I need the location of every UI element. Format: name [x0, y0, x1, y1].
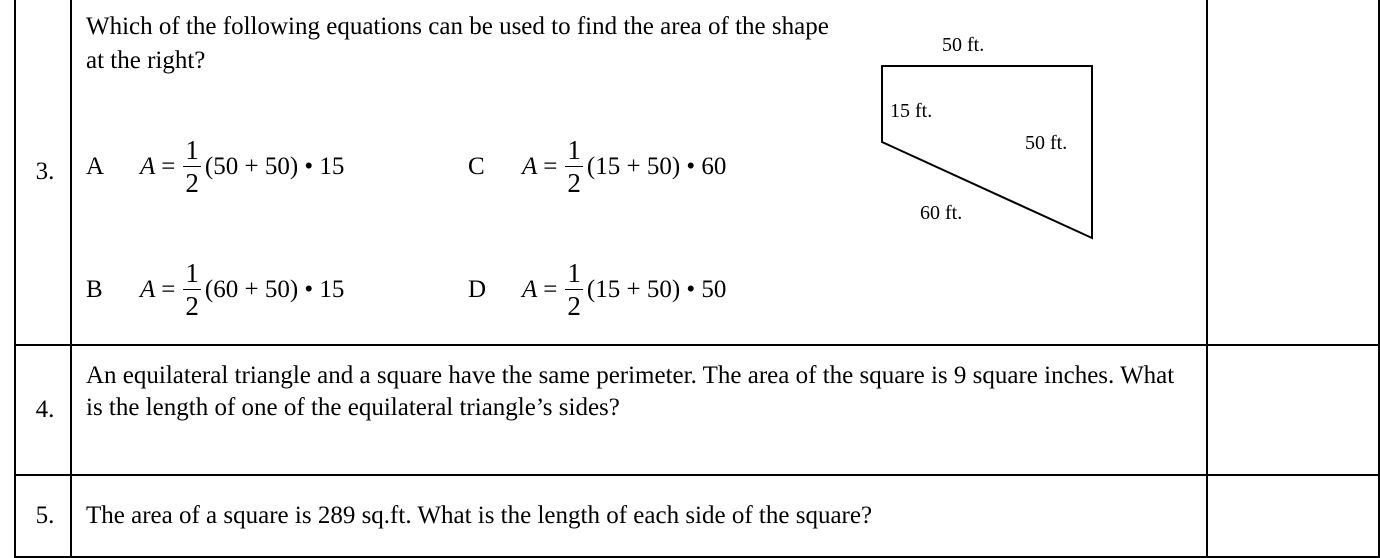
choice-letter: C: [468, 153, 485, 180]
choice-b[interactable]: B A = 1 2 (60 + 50) • 15: [86, 255, 344, 325]
problem-row-3: 3. Which of the following equations can …: [14, 0, 1380, 346]
question-text: Which of the following equations can be …: [86, 13, 829, 74]
fraction: 1 2: [565, 260, 583, 320]
trapezoid-shape: [881, 65, 1093, 240]
problems-table: 3. Which of the following equations can …: [14, 0, 1380, 558]
problem-content-cell: Which of the following equations can be …: [70, 0, 1208, 346]
problem-number: 5.: [35, 502, 55, 529]
numerator: 1: [183, 135, 201, 167]
numerator: 1: [183, 258, 201, 290]
equation: A = 1 2 (15 + 50) • 50: [522, 260, 726, 320]
problem-content-cell: The area of a square is 289 sq.ft. What …: [70, 474, 1208, 558]
denominator: 2: [567, 291, 581, 321]
equation-variable: A: [522, 153, 538, 180]
problem-row-5: 5. The area of a square is 289 sq.ft. Wh…: [14, 474, 1380, 558]
problem-number-cell: 4.: [14, 344, 72, 476]
equation-variable: A: [140, 276, 156, 303]
choice-d[interactable]: D A = 1 2 (15 + 50) • 50: [468, 255, 726, 325]
answer-cell[interactable]: [1206, 344, 1380, 476]
question-text: An equilateral triangle and a square hav…: [86, 362, 1175, 421]
answer-cell[interactable]: [1206, 0, 1380, 346]
label-top: 50 ft.: [942, 34, 985, 56]
problem-number-cell: 3.: [14, 0, 72, 346]
equation-expression: (15 + 50) • 50: [586, 276, 727, 303]
equals-sign: =: [161, 153, 176, 180]
label-right: 50 ft.: [1025, 132, 1068, 154]
trapezoid-figure: 50 ft. 15 ft. 50 ft. 60 ft.: [850, 0, 1110, 260]
numerator: 1: [565, 258, 583, 290]
label-bottom: 60 ft.: [920, 202, 963, 224]
answer-cell[interactable]: [1206, 474, 1380, 558]
choice-letter: A: [86, 153, 105, 180]
choice-c[interactable]: C A = 1 2 (15 + 50) • 60: [468, 132, 726, 202]
choice-letter: B: [86, 276, 103, 303]
problem-number: 4.: [35, 396, 55, 423]
equation-expression: (60 + 50) • 15: [204, 276, 345, 303]
denominator: 2: [185, 168, 199, 198]
equation-expression: (15 + 50) • 60: [586, 153, 727, 180]
question-text: The area of a square is 289 sq.ft. What …: [86, 502, 873, 529]
denominator: 2: [185, 291, 199, 321]
equals-sign: =: [543, 153, 558, 180]
problem-row-4: 4. An equilateral triangle and a square …: [14, 344, 1380, 476]
equation: A = 1 2 (15 + 50) • 60: [522, 137, 726, 197]
equation: A = 1 2 (50 + 50) • 15: [140, 137, 344, 197]
choice-letter: D: [468, 276, 487, 303]
equation-expression: (50 + 50) • 15: [204, 153, 345, 180]
equals-sign: =: [543, 276, 558, 303]
problem-number-cell: 5.: [14, 474, 72, 558]
denominator: 2: [567, 168, 581, 198]
equation: A = 1 2 (60 + 50) • 15: [140, 260, 344, 320]
choice-a[interactable]: A A = 1 2 (50 + 50) • 15: [86, 132, 344, 202]
worksheet: 3. Which of the following equations can …: [14, 0, 1380, 558]
fraction: 1 2: [183, 137, 201, 197]
equation-variable: A: [140, 153, 156, 180]
fraction: 1 2: [183, 260, 201, 320]
problem-content-cell: An equilateral triangle and a square hav…: [70, 344, 1208, 476]
equals-sign: =: [161, 276, 176, 303]
numerator: 1: [565, 135, 583, 167]
problem-3-content: Which of the following equations can be …: [72, 0, 1206, 344]
label-left: 15 ft.: [890, 100, 933, 122]
problem-number: 3.: [35, 158, 55, 185]
fraction: 1 2: [565, 137, 583, 197]
equation-variable: A: [522, 276, 538, 303]
